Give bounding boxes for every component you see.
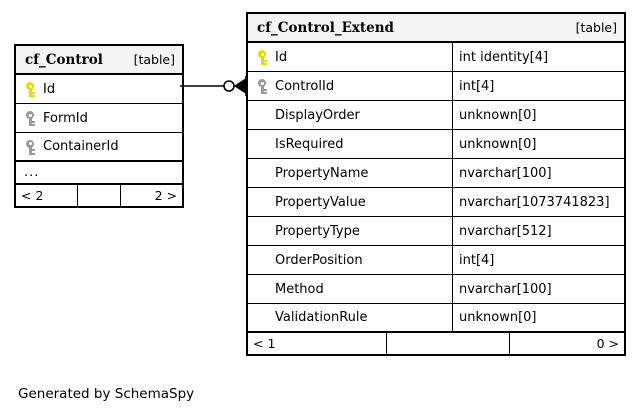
- no-key-spacer: [256, 165, 269, 181]
- table-header-cf-control-extend: cf_Control_Extend [table]: [248, 14, 624, 43]
- foreign-key-icon: [256, 78, 269, 94]
- column-name-cell: ControlId: [248, 72, 452, 100]
- column-type-label: nvarchar[512]: [452, 217, 624, 245]
- column-type-label: int[4]: [452, 72, 624, 100]
- generator-credit: Generated by SchemaSpy: [18, 386, 195, 402]
- table-name-cf-control: cf_Control: [25, 51, 103, 68]
- no-key-spacer: [256, 194, 269, 210]
- column-name-cell: Id: [16, 75, 182, 103]
- column-name-label: PropertyType: [275, 223, 360, 239]
- column-name-cell: PropertyValue: [248, 188, 452, 216]
- column-name-cell: ValidationRule: [248, 304, 452, 331]
- column-name-label: Id: [275, 49, 288, 65]
- table-row[interactable]: IsRequired unknown[0]: [248, 130, 624, 159]
- table-row[interactable]: PropertyValue nvarchar[1073741823]: [248, 188, 624, 217]
- table-footer-cf-control: < 2 2 >: [16, 185, 182, 206]
- table-footer-cf-control-extend: < 1 0 >: [248, 333, 624, 354]
- column-name-cell: OrderPosition: [248, 246, 452, 274]
- more-columns-indicator: ...: [16, 162, 182, 185]
- table-header-cf-control: cf_Control [table]: [16, 46, 182, 75]
- no-key-spacer: [256, 252, 269, 268]
- column-list-cf-control-extend: Id int identity[4] ControlId int[4]: [248, 43, 624, 333]
- column-name-label: ContainerId: [43, 139, 119, 154]
- no-key-spacer: [256, 310, 269, 326]
- foreign-key-icon: [24, 110, 37, 126]
- primary-key-icon: [256, 49, 269, 65]
- column-name-label: IsRequired: [275, 136, 344, 152]
- table-row[interactable]: PropertyType nvarchar[512]: [248, 217, 624, 246]
- relationship-line: [180, 76, 247, 96]
- incoming-relationship-count: < 2: [21, 188, 44, 203]
- column-name-cell: Id: [248, 43, 452, 71]
- column-type-label: unknown[0]: [452, 130, 624, 158]
- column-name-label: DisplayOrder: [275, 107, 360, 123]
- footer-middle-cell: [76, 185, 122, 206]
- column-type-label: int[4]: [452, 246, 624, 274]
- outgoing-relationship-count: 0 >: [596, 336, 619, 351]
- zero-cardinality-circle: [223, 80, 235, 92]
- table-row[interactable]: Method nvarchar[100]: [248, 275, 624, 304]
- table-row[interactable]: DisplayOrder unknown[0]: [248, 101, 624, 130]
- arrowhead-icon: [234, 78, 246, 94]
- table-row[interactable]: PropertyName nvarchar[100]: [248, 159, 624, 188]
- column-name-cell: ContainerId: [16, 133, 182, 160]
- column-type-label: int identity[4]: [452, 43, 624, 71]
- no-key-spacer: [256, 136, 269, 152]
- column-list-cf-control: Id FormId: [16, 75, 182, 185]
- table-kind-cf-control-extend: [table]: [575, 20, 617, 35]
- column-name-label: ControlId: [275, 78, 335, 94]
- column-name-cell: PropertyName: [248, 159, 452, 187]
- table-row[interactable]: OrderPosition int[4]: [248, 246, 624, 275]
- incoming-relationship-count: < 1: [253, 336, 276, 351]
- column-name-cell: DisplayOrder: [248, 101, 452, 129]
- primary-key-icon: [24, 81, 37, 97]
- column-type-label: nvarchar[100]: [452, 275, 624, 303]
- outgoing-relationship-count: 2 >: [154, 188, 178, 203]
- foreign-key-icon: [24, 139, 37, 155]
- table-row[interactable]: Id int identity[4]: [248, 43, 624, 72]
- column-type-label: nvarchar[1073741823]: [452, 188, 624, 216]
- column-name-label: Id: [43, 81, 56, 97]
- column-name-cell: IsRequired: [248, 130, 452, 158]
- footer-middle-cell: [386, 333, 510, 354]
- column-name-label: ValidationRule: [275, 310, 368, 325]
- column-name-cell: Method: [248, 275, 452, 303]
- column-type-label: unknown[0]: [452, 304, 624, 331]
- column-name-label: Method: [275, 281, 324, 297]
- column-name-label: PropertyValue: [275, 194, 366, 210]
- table-row[interactable]: ContainerId: [16, 133, 182, 162]
- table-row[interactable]: ValidationRule unknown[0]: [248, 304, 624, 333]
- table-cf-control-extend[interactable]: cf_Control_Extend [table] Id int identit…: [246, 12, 626, 356]
- column-name-label: OrderPosition: [275, 252, 363, 268]
- table-row[interactable]: Id: [16, 75, 182, 104]
- column-name-cell: PropertyType: [248, 217, 452, 245]
- column-name-label: PropertyName: [275, 165, 369, 181]
- table-row[interactable]: ControlId int[4]: [248, 72, 624, 101]
- relationship-connector-cf-control-to-cf-control-extend[interactable]: [180, 74, 250, 100]
- no-key-spacer: [256, 223, 269, 239]
- column-name-cell: FormId: [16, 104, 182, 132]
- table-kind-cf-control: [table]: [133, 52, 175, 67]
- table-cf-control[interactable]: cf_Control [table] Id: [14, 44, 184, 208]
- no-key-spacer: [256, 281, 269, 297]
- column-type-label: unknown[0]: [452, 101, 624, 129]
- column-name-label: FormId: [43, 110, 88, 126]
- column-type-label: nvarchar[100]: [452, 159, 624, 187]
- table-name-cf-control-extend: cf_Control_Extend: [257, 19, 394, 36]
- no-key-spacer: [256, 107, 269, 123]
- table-row[interactable]: FormId: [16, 104, 182, 133]
